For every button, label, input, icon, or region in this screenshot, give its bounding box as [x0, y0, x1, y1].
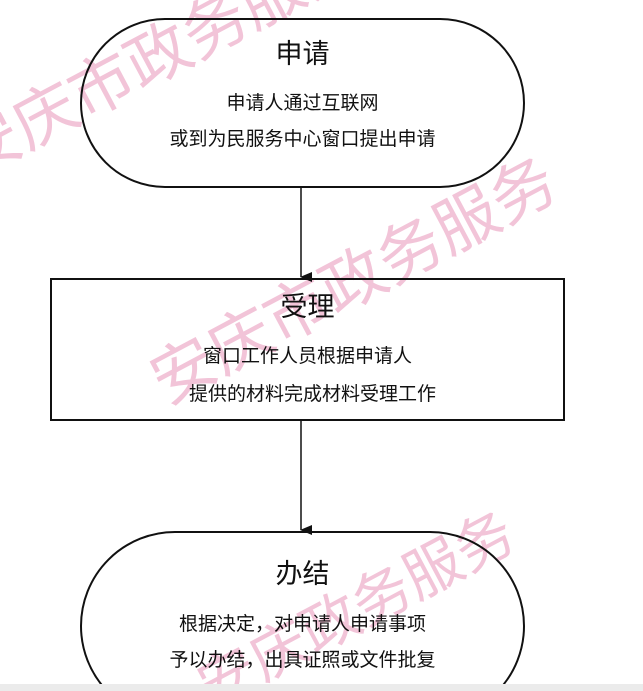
step-description-line: 或到为民服务中心窗口提出申请	[169, 128, 436, 150]
step-description-line: 提供的材料完成材料受理工作	[188, 383, 436, 405]
flow-step-apply: 申请 申请人通过互联网 或到为民服务中心窗口提出申请	[80, 18, 525, 188]
step-description-line: 予以办结，出具证照或文件批复	[169, 649, 436, 671]
step-title: 办结	[275, 559, 330, 590]
step-description-line: 窗口工作人员根据申请人	[202, 345, 412, 367]
step-title: 申请	[275, 39, 330, 70]
step-description-line: 申请人通过互联网	[226, 92, 379, 114]
step-title: 受理	[280, 292, 335, 323]
step-description-line: 根据决定，对申请人申请事项	[178, 613, 426, 635]
flow-step-accept: 受理 窗口工作人员根据申请人 提供的材料完成材料受理工作	[50, 278, 565, 421]
flow-step-complete: 办结 根据决定，对申请人申请事项 予以办结，出具证照或文件批复	[80, 531, 525, 691]
bottom-edge-strip	[0, 684, 643, 691]
